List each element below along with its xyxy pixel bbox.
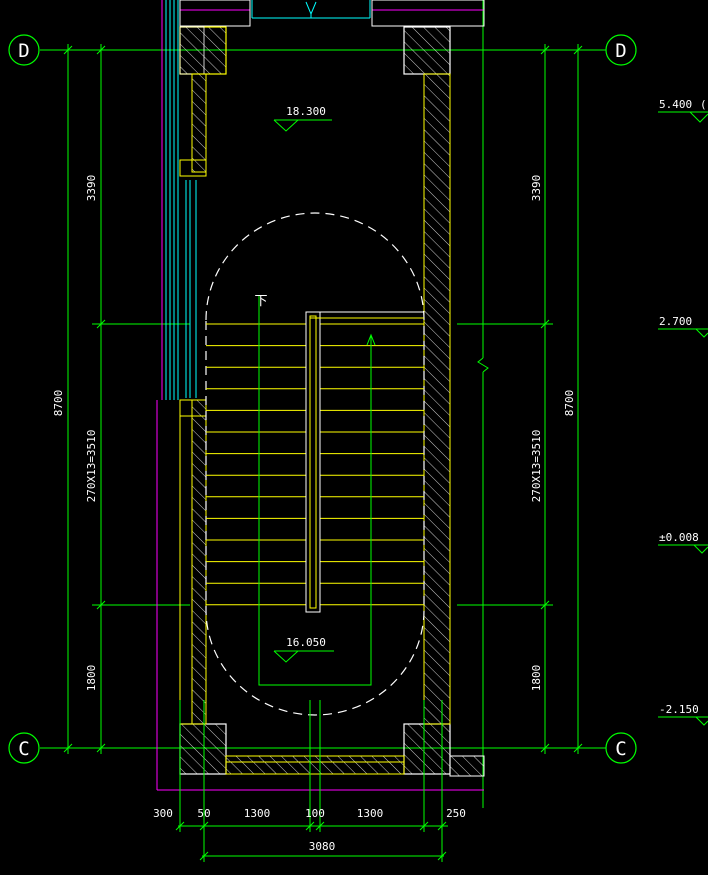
left-total-dim: 8700 <box>52 390 65 417</box>
right-middle-dim: 270X13=3510 <box>530 430 543 503</box>
bottom-dim-1300-left: 1300 <box>244 807 271 820</box>
axis-label-D-left: D <box>18 40 29 62</box>
section-elevations <box>658 111 708 726</box>
top-opening <box>179 0 485 27</box>
down-mark: 下 <box>254 294 267 309</box>
left-window-lines <box>165 0 197 400</box>
right-top-dim: 3390 <box>530 175 543 202</box>
column-top-left <box>179 26 227 75</box>
level-text-top: 18.300 <box>286 105 326 118</box>
axis-bubble-C-right <box>605 732 637 764</box>
section-elev-1-suffix: ( <box>700 98 707 111</box>
left-top-dim: 3390 <box>85 175 98 202</box>
column-top-right <box>403 26 451 75</box>
left-bottom-dim: 1800 <box>85 665 98 692</box>
section-elev-3: ±0.008 <box>659 531 699 544</box>
bottom-dim-250: 250 <box>446 807 466 820</box>
right-bottom-dim: 1800 <box>530 665 543 692</box>
bottom-dimensions <box>175 700 448 862</box>
bottom-dim-50: 50 <box>197 807 210 820</box>
axis-bubble-D-left <box>8 34 40 66</box>
section-elev-2: 2.700 <box>659 315 692 328</box>
level-mark-bottom: 16.050 <box>273 636 334 663</box>
right-dimensions <box>457 0 583 808</box>
stair-treads <box>206 323 424 606</box>
walk-line <box>258 296 376 686</box>
bottom-dim-1300-right: 1300 <box>357 807 384 820</box>
bottom-dim-100: 100 <box>305 807 325 820</box>
level-mark-top: 18.300 <box>273 105 332 132</box>
column-bottom-left <box>179 723 227 775</box>
left-dimensions <box>63 44 190 754</box>
axis-label-D-right: D <box>615 40 626 62</box>
bottom-dim-overall: 3080 <box>309 840 336 853</box>
axis-label-C-right: C <box>615 738 626 760</box>
right-wall <box>423 73 485 777</box>
bottom-wall <box>225 755 405 775</box>
left-middle-dim: 270X13=3510 <box>85 430 98 503</box>
right-total-dim: 8700 <box>563 390 576 417</box>
axis-bubble-D-right <box>605 34 637 66</box>
axis-C: C C <box>8 732 637 764</box>
section-elev-1: 5.400 <box>659 98 692 111</box>
axis-D: D D <box>8 34 637 66</box>
column-bottom-right <box>403 723 451 775</box>
axis-bubble-C-left <box>8 732 40 764</box>
stair-handrail <box>305 311 424 613</box>
bottom-dim-300: 300 <box>153 807 173 820</box>
section-elev-4: -2.150 <box>659 703 699 716</box>
left-wall <box>179 73 207 725</box>
axis-label-C-left: C <box>18 738 29 760</box>
landing-dashed-boundary <box>205 212 425 716</box>
level-text-bottom: 16.050 <box>286 636 326 649</box>
